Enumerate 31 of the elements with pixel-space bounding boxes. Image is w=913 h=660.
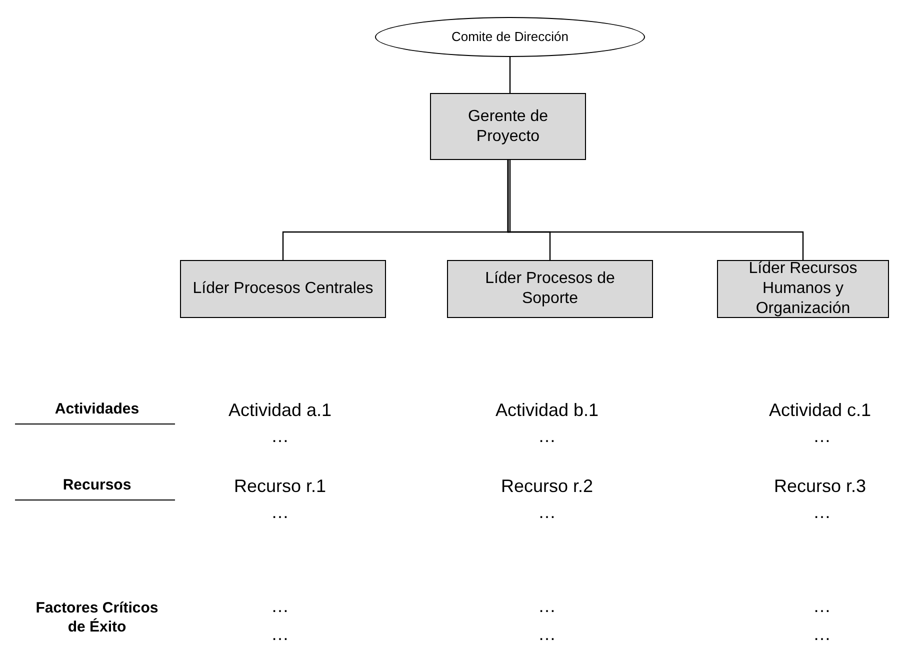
cell-text: …: [270, 500, 290, 524]
node-label: Comite de Dirección: [451, 28, 569, 46]
cell-text: Recurso r.1: [232, 474, 328, 498]
cell-text: …: [812, 500, 832, 524]
cell-text: Recurso r.3: [772, 474, 868, 498]
row-heading: Recursos: [62, 476, 132, 496]
row-heading: Factores Críticos de Éxito: [34, 599, 160, 637]
connector-line: [507, 160, 804, 260]
cell-text: Recurso r.2: [500, 474, 594, 498]
cell-text: Actividad b.1: [494, 398, 600, 422]
cell-text: …: [537, 622, 557, 646]
cell-text: …: [812, 622, 832, 646]
cell-text: …: [537, 594, 557, 618]
cell-text: …: [537, 424, 557, 448]
role-box: [447, 260, 653, 318]
cell-text: …: [812, 594, 832, 618]
node-label: Líder Procesos de Soporte: [484, 269, 616, 309]
row-heading: Actividades: [54, 400, 140, 420]
cell-text: Actividad c.1: [768, 398, 872, 422]
cell-text: …: [270, 622, 290, 646]
node-label: Gerente de Proyecto: [466, 106, 550, 146]
cell-text: Actividad a.1: [227, 398, 333, 422]
cell-text: …: [537, 500, 557, 524]
cell-text: …: [270, 594, 290, 618]
role-box: [717, 260, 889, 318]
role-box: [180, 260, 386, 318]
node-label: Líder Recursos Humanos y Organización: [748, 259, 858, 319]
cell-text: …: [270, 424, 290, 448]
role-box: [430, 93, 586, 160]
cell-text: …: [812, 424, 832, 448]
node-label: Líder Procesos Centrales: [192, 279, 374, 299]
